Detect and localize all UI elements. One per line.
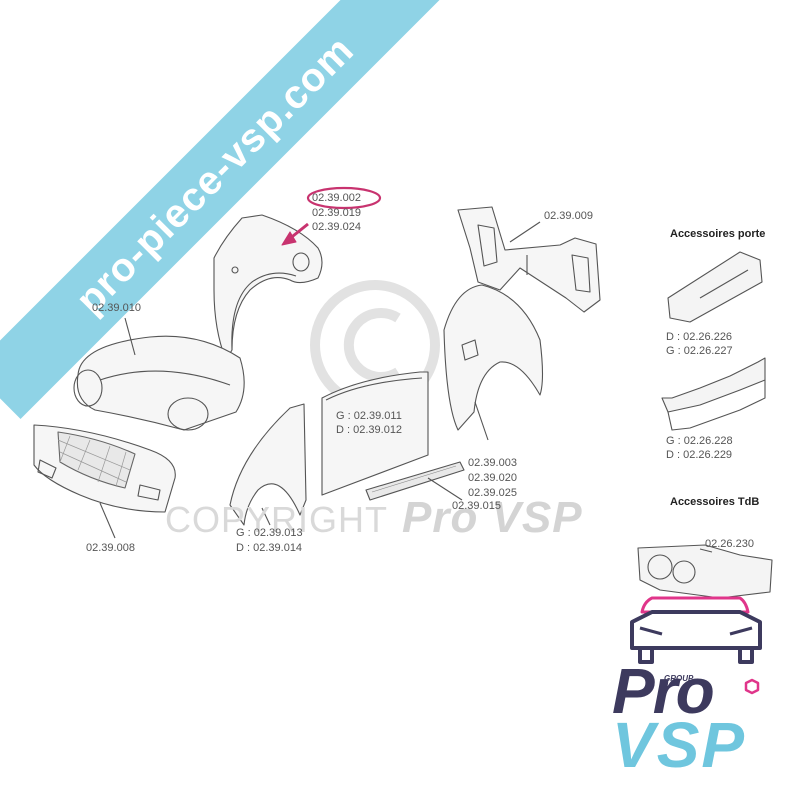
hood-right-lamp [167,397,209,431]
door-part [321,371,429,496]
copyright-watermark: COPYRIGHT Pro VSP [165,493,583,543]
logo-car-wheel-left [638,648,654,664]
label-door-left: G : 02.39.011 [336,410,402,422]
label-rear-panel: 02.39.009 [544,210,593,222]
dashboard-part [637,544,773,599]
label-front-bumper: 02.39.008 [86,542,135,554]
sill-leader [427,477,463,501]
front-bumper-grille-mesh [57,435,131,487]
label-front-wing-top-2: 02.39.019 [312,207,361,219]
front-wing-lower-leader [261,507,271,526]
front-bumper-fog-right [137,484,161,501]
copyright-watermark-text: COPYRIGHT [165,499,389,540]
label-front-wing-top-3: 02.39.024 [312,221,361,233]
logo-car-wheel-right [738,648,754,664]
logo-car-roof [640,596,750,614]
front-bumper-grille [57,431,136,489]
sill-detail [371,465,457,493]
rear-panel-leader [509,221,541,243]
logo-hex-icon [744,678,760,695]
front-wing-lower-part [229,403,307,526]
door-accessory-2-part [661,357,766,413]
label-rear-quarter-2: 02.39.020 [468,472,517,484]
front-wing-top-part [213,214,323,361]
door-inner-line [325,377,423,401]
copyright-c-watermark [343,308,401,382]
door-accessories-heading: Accessoires porte [670,228,766,240]
door-accessory-1-part [667,251,763,323]
label-sill: 02.39.015 [452,500,501,512]
label-door-right: D : 02.39.012 [336,424,403,436]
front-bumper-leader [99,502,116,539]
hood-crease [99,370,231,386]
dashboard-leader [699,548,713,553]
rear-quarter-fuel-flap [461,339,479,361]
logo-pro-text: Pro [612,655,715,727]
label-rear-quarter-3: 02.39.025 [468,487,517,499]
label-door-panel-2-right: D : 02.26.229 [666,449,733,461]
front-wing-top-hole [292,252,310,272]
label-door-panel-1-left: G : 02.26.227 [666,345,733,357]
label-front-wing-left: G : 02.39.013 [236,527,303,539]
front-bumper-fog-left [37,459,57,479]
label-door-panel-1-right: D : 02.26.226 [666,331,733,343]
hood-leader [124,317,136,356]
label-door-panel-2-left: G : 02.26.228 [666,435,733,447]
rear-panel-detail-left [477,224,498,267]
front-wing-top-cutout [231,272,297,351]
label-rear-quarter-1: 02.39.003 [468,457,517,469]
rear-panel-detail-right [571,254,591,293]
highlight-ellipse [306,186,382,210]
logo-vsp-text: VSP [612,709,747,781]
rear-quarter-leader [474,401,489,441]
label-front-wing-right: D : 02.39.014 [236,542,303,554]
door-accessory-2-lower [667,380,766,431]
pro-vsp-logo: Pro VSP [612,655,747,781]
dashboard-accessories-heading: Accessoires TdB [670,496,760,508]
dashboard-gauge-right [672,560,696,584]
rear-panel-part [457,206,601,313]
label-hood: 02.39.010 [92,302,141,314]
highlight-arrow-head [281,231,297,246]
logo-car-body [630,610,762,650]
copyright-watermark-brand: Pro VSP [402,493,583,542]
dashboard-gauge-left [647,554,673,580]
label-dashboard-part: 02.26.230 [705,538,754,550]
sill-part [365,461,465,501]
logo-group-text: GROUP [664,674,694,683]
label-front-wing-top-highlighted: 02.39.002 [312,192,361,204]
logo-car-headlights [639,626,753,636]
hood-part [76,335,245,431]
door-accessory-1-line [699,269,749,299]
front-wing-top-small-hole [231,266,239,274]
hood-left-lamp [73,369,103,407]
rear-quarter-part [443,284,544,431]
